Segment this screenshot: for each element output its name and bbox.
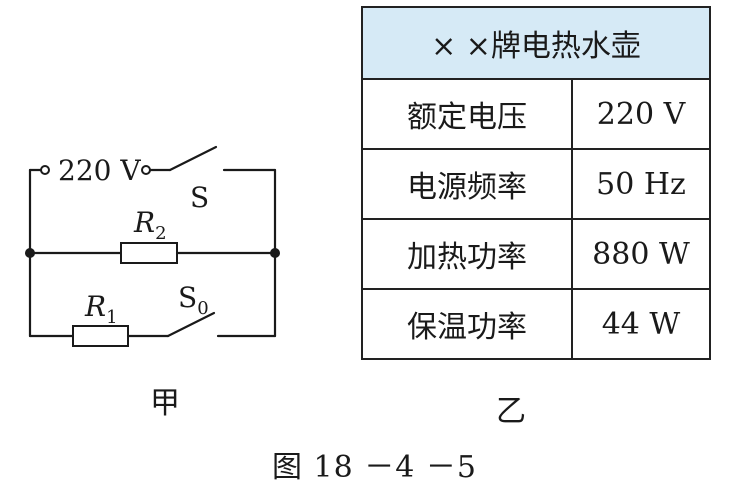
switch-s0-blade [166,311,216,338]
resistor-r2 [120,242,178,264]
switch-s-blade [168,145,218,172]
junction-left [25,248,35,258]
switch-s0-letter: S [178,281,197,314]
r2-subscript: 2 [155,223,166,244]
spec-label-heating-power: 加热功率 [361,218,573,290]
circuit-caption: 甲 [150,386,180,421]
switch-s0-subscript: 0 [197,298,208,319]
table-row: 保温功率 44 W [361,288,711,360]
resistor-r1 [72,325,129,347]
spec-value-frequency: 50 Hz [571,148,711,220]
table-row: 电源频率 50 Hz [361,148,711,220]
spec-label-rated-voltage: 额定电压 [361,78,573,150]
r1-letter: R [84,290,106,323]
table-row: 加热功率 880 W [361,218,711,290]
spec-value-heating-power: 880 W [571,218,711,290]
circuit-diagram: 220 V S R2 R1 S0 [25,145,280,347]
spec-value-warming-power: 44 W [571,288,711,360]
spec-table-title: × ×牌电热水壶 [361,6,711,80]
spec-label-frequency: 电源频率 [361,148,573,220]
figure-caption: 图 18 －4 －5 [272,450,477,485]
table-caption: 乙 [496,394,526,429]
table-row: 额定电压 220 V [361,78,711,150]
switch-s-label: S [190,181,209,214]
r1-label: R1 [84,290,118,328]
r2-letter: R [133,206,155,239]
r2-label: R2 [133,206,167,244]
source-terminal-right [141,165,151,175]
spec-value-rated-voltage: 220 V [571,78,711,150]
spec-label-warming-power: 保温功率 [361,288,573,360]
source-terminal-left [40,165,50,175]
spec-table-header-row: × ×牌电热水壶 [361,6,711,80]
switch-s0-label: S0 [178,281,209,319]
r1-subscript: 1 [106,307,117,328]
source-voltage-label: 220 V [58,154,141,187]
spec-table: × ×牌电热水壶 额定电压 220 V 电源频率 50 Hz 加热功率 880 … [361,6,711,360]
junction-right [270,248,280,258]
